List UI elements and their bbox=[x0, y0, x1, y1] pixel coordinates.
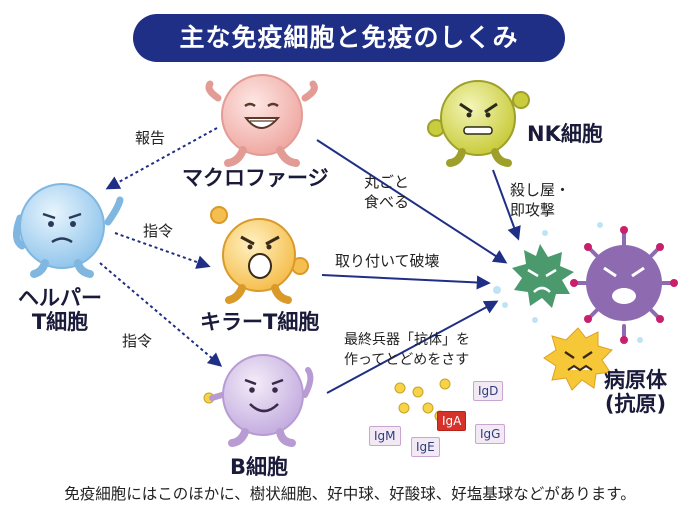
arrow-antibody bbox=[326, 300, 499, 394]
virus-purple bbox=[570, 226, 678, 344]
label-pathogen: 病原体 (抗原) bbox=[604, 368, 667, 416]
helper-t-character bbox=[13, 183, 124, 278]
label-pathogen-line1: 病原体 bbox=[604, 368, 667, 392]
label-killer-t: キラーT細胞 bbox=[200, 310, 320, 334]
footnote: 免疫細胞にはこのほかに、樹状細胞、好中球、好酸球、好塩基球などがあります。 bbox=[64, 485, 636, 503]
antibody-dots bbox=[394, 378, 451, 422]
label-command-killer: 指令 bbox=[143, 222, 174, 240]
antibody-tag-ige: IgE bbox=[411, 437, 440, 457]
label-antibody-line2: 作ってとどめをさす bbox=[344, 352, 470, 368]
antibody-tag-igg: IgG bbox=[475, 424, 506, 444]
label-nk-cell: NK細胞 bbox=[527, 122, 603, 146]
label-swallow-line1: 丸ごと bbox=[364, 173, 410, 191]
killer-t-character bbox=[210, 206, 309, 304]
nk-cell-character bbox=[427, 80, 530, 167]
label-destroy: 取り付いて破壊 bbox=[335, 252, 440, 270]
b-cell-character bbox=[203, 354, 314, 447]
label-antibody: 最終兵器「抗体」を 作ってとどめをさす bbox=[344, 330, 470, 370]
label-report: 報告 bbox=[135, 129, 166, 147]
label-antibody-line1: 最終兵器「抗体」を bbox=[344, 332, 470, 348]
label-pathogen-line2: (抗原) bbox=[604, 392, 667, 416]
label-helper-t-line1: ヘルパー bbox=[18, 286, 102, 310]
label-swallow: 丸ごと 食べる bbox=[364, 172, 409, 212]
antibody-tag-igd: IgD bbox=[473, 381, 504, 401]
virus-yellow bbox=[543, 327, 613, 391]
label-nk-attack-line1: 殺し屋・ bbox=[510, 181, 571, 199]
label-swallow-line2: 食べる bbox=[364, 193, 410, 211]
label-helper-t: ヘルパー T細胞 bbox=[18, 286, 102, 334]
label-helper-t-line2: T細胞 bbox=[31, 310, 89, 334]
arrow-swallow bbox=[316, 139, 508, 264]
label-nk-attack-line2: 即攻撃 bbox=[510, 201, 556, 219]
antibody-tag-igm: IgM bbox=[369, 426, 401, 446]
page-title: 主な免疫細胞と免疫のしくみ bbox=[133, 14, 565, 62]
arrow-nk-attack bbox=[492, 169, 521, 241]
label-b-cell: B細胞 bbox=[230, 455, 289, 479]
virus-green bbox=[512, 244, 574, 308]
arrow-command-killer bbox=[114, 232, 211, 269]
antibody-tag-iga: IgA bbox=[437, 411, 467, 431]
arrow-command-b bbox=[99, 262, 223, 367]
label-macrophage: マクロファージ bbox=[182, 166, 329, 190]
arrow-report bbox=[105, 127, 218, 190]
macrophage-character bbox=[205, 74, 318, 167]
sparkles bbox=[493, 222, 643, 343]
label-command-b: 指令 bbox=[122, 332, 153, 350]
label-nk-attack: 殺し屋・ 即攻撃 bbox=[510, 180, 570, 220]
arrow-destroy bbox=[321, 274, 491, 290]
